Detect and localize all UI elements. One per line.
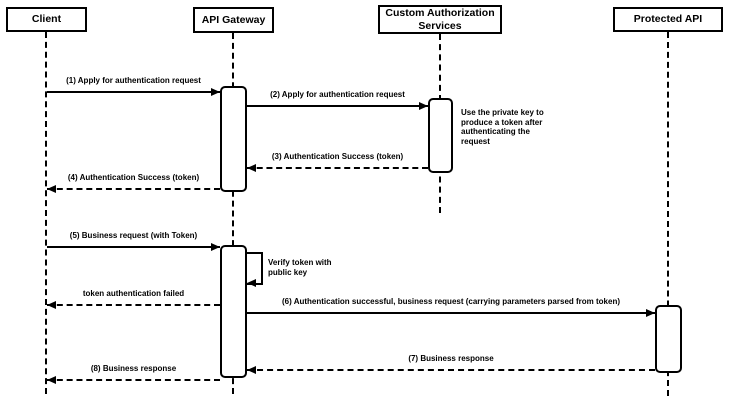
activation-custom-auth [428,98,453,173]
note-verify-token: Verify token with public key [268,258,332,277]
message-3-label: (3) Authentication Success (token) [271,152,404,161]
message-1-arrow [47,88,220,96]
arrow-line [47,188,220,190]
actor-client: Client [6,7,87,32]
arrowhead-left-icon [47,185,56,193]
message-5-arrow [47,243,220,251]
arrowhead-right-icon [419,102,428,110]
arrowhead-right-icon [211,243,220,251]
arrow-line [47,379,220,381]
actor-protected-api: Protected API [613,7,723,32]
message-5-label: (5) Business request (with Token) [69,231,198,240]
message-7-arrow [247,366,655,374]
arrowhead-left-icon [247,164,256,172]
arrow-line [47,91,220,93]
arrow-line [247,167,428,169]
activation-api-gateway-business [220,245,247,378]
arrowhead-left-icon [247,279,256,287]
message-token-failed-arrow [47,301,220,309]
actor-protected-api-label: Protected API [633,13,703,26]
arrowhead-left-icon [47,301,56,309]
arrowhead-left-icon [47,376,56,384]
message-1-label: (1) Apply for authentication request [66,76,201,85]
message-3-arrow [247,164,428,172]
actor-client-label: Client [31,13,62,26]
lifeline-client [45,32,47,394]
note-private-key: Use the private key to produce a token a… [461,108,544,146]
arrowhead-right-icon [211,88,220,96]
activation-protected-api [655,305,682,373]
lifeline-protected-api [667,32,669,396]
message-6-arrow [247,309,655,317]
message-token-failed-label: token authentication failed [82,289,185,298]
arrowhead-left-icon [247,366,256,374]
message-8-arrow [47,376,220,384]
actor-api-gateway: API Gateway [193,7,274,33]
actor-custom-authorization-services: Custom Authorization Services [378,5,502,34]
arrow-line [247,312,655,314]
arrow-line [247,369,655,371]
message-4-arrow [47,185,220,193]
lifeline-api-gateway [232,33,234,394]
message-2-label: (2) Apply for authentication request [270,90,405,99]
actor-custom-authorization-services-label: Custom Authorization Services [385,6,495,32]
message-2-arrow [247,102,428,110]
actor-api-gateway-label: API Gateway [201,13,266,26]
arrow-line [247,105,428,107]
arrow-line [47,246,220,248]
message-8-label: (8) Business response [90,364,177,373]
arrow-line [47,304,220,306]
message-4-label: (4) Authentication Success (token) [67,173,200,182]
message-7-label: (7) Business response [408,354,494,363]
message-6-label: (6) Authentication successful, business … [281,297,621,306]
arrowhead-right-icon [646,309,655,317]
activation-api-gateway-auth [220,86,247,192]
